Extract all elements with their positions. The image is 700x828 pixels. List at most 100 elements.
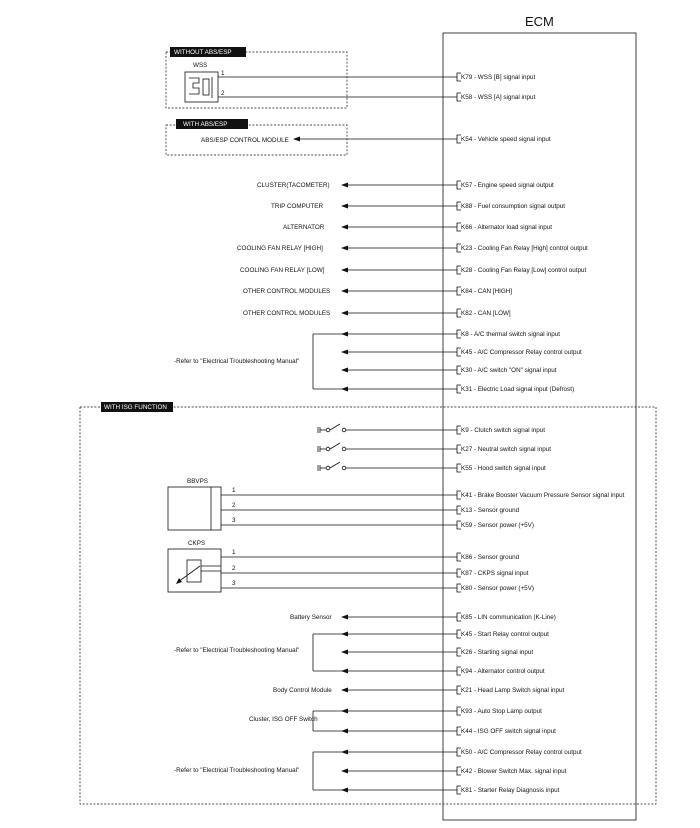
terminal-label-k58: K58 - WSS [A] signal input — [461, 94, 535, 101]
terminal-bracket-k27 — [456, 444, 461, 454]
terminal-label-k42: K42 - Blower Switch Max. signal input — [461, 768, 567, 775]
terminal-bracket-k93 — [456, 706, 461, 716]
wss-pin2: 2 — [221, 90, 225, 97]
terminal-bracket-k66 — [456, 222, 461, 232]
terminal-label-k27: K27 - Neutral switch signal input — [461, 446, 551, 453]
bbvps-sensor-icon — [167, 486, 222, 531]
target-other-modules-low: OTHER CONTROL MODULES — [243, 310, 330, 317]
refer-label-3: -Refer to "Electrical Troubleshooting Ma… — [174, 767, 299, 774]
terminal-label-k85: K85 - LIN communication (K-Line) — [461, 614, 556, 621]
refer-label-1: -Refer to "Electrical Troubleshooting Ma… — [174, 358, 299, 365]
ecm-title: ECM — [525, 14, 554, 29]
ckps-pin1: 1 — [232, 549, 236, 556]
target-trip-computer: TRIP COMPUTER — [271, 203, 323, 210]
terminal-bracket-k79 — [456, 72, 461, 82]
target-battery-sensor: Battery Sensor — [290, 614, 332, 621]
terminal-label-k82: K82 - CAN [LOW] — [461, 310, 511, 317]
target-body-control-module: Body Control Module — [273, 687, 332, 694]
ecm-box — [442, 32, 637, 821]
wss-sensor-icon — [184, 71, 219, 103]
with-isg-header-bg — [101, 402, 173, 412]
ckps-label: CKPS — [188, 540, 205, 547]
terminal-bracket-k82 — [456, 308, 461, 318]
bbvps-label: BBVPS — [187, 478, 208, 485]
terminal-label-k81: K81 - Starter Relay Diagnosis input — [461, 787, 560, 794]
with-isg-group — [79, 406, 657, 805]
terminal-label-k57: K57 - Engine speed signal output — [461, 182, 554, 189]
bbvps-pin1: 1 — [232, 487, 236, 494]
terminal-label-k26: K26 - Starting signal input — [461, 649, 533, 656]
without-abs-header: WITHOUT ABS/ESP — [174, 49, 232, 56]
terminal-bracket-k21 — [456, 685, 461, 695]
terminal-bracket-k50 — [456, 747, 461, 757]
terminal-bracket-k86 — [456, 552, 461, 562]
wss-pin1: 1 — [221, 70, 225, 77]
terminal-label-k44: K44 - ISG OFF switch signal input — [461, 728, 556, 735]
terminal-bracket-k59 — [456, 520, 461, 530]
terminal-label-k31: K31 - Electric Load signal input (Defros… — [461, 386, 574, 393]
terminal-bracket-k94 — [456, 666, 461, 676]
terminal-bracket-k81 — [456, 785, 461, 795]
terminal-label-k59: K59 - Sensor power (+5V) — [461, 522, 534, 529]
terminal-bracket-k31 — [456, 384, 461, 394]
terminal-bracket-k44 — [456, 726, 461, 736]
cluster-isg-group: Cluster, ISG OFF Switch — [249, 708, 457, 734]
terminal-label-k45a: K45 - A/C Compressor Relay control outpu… — [461, 349, 582, 356]
target-cluster-tach: CLUSTER(TACOMETER) — [257, 182, 330, 189]
target-fan-high: COOLING FAN RELAY [HIGH] — [237, 245, 323, 252]
terminal-label-k13: K13 - Sensor ground — [461, 507, 520, 514]
abs-module-label: ABS/ESP CONTROL MODULE — [201, 137, 289, 144]
terminal-bracket-k8 — [456, 329, 461, 339]
terminal-bracket-k85 — [456, 612, 461, 622]
terminal-bracket-k23 — [456, 243, 461, 253]
terminal-label-k80: K80 - Sensor power (+5V) — [461, 585, 534, 592]
terminal-label-k84: K84 - CAN [HIGH] — [461, 288, 512, 295]
without-abs-header-bg — [170, 47, 246, 57]
terminal-bracket-k55 — [456, 463, 461, 473]
target-other-modules-high: OTHER CONTROL MODULES — [243, 288, 330, 295]
terminal-label-k87: K87 - CKPS signal input — [461, 570, 529, 577]
terminal-label-k66: K66 - Alternator load signal input — [461, 224, 552, 231]
terminal-bracket-k13 — [456, 505, 461, 515]
with-abs-header: WITH ABS/ESP — [183, 121, 227, 128]
terminal-bracket-k9 — [456, 425, 461, 435]
with-abs-group — [165, 124, 348, 156]
clutch-switch-icon — [317, 423, 457, 433]
refer-label-2: -Refer to "Electrical Troubleshooting Ma… — [174, 647, 299, 654]
terminal-bracket-k45b — [456, 629, 461, 639]
terminal-bracket-k30 — [456, 365, 461, 375]
terminal-label-k55: K55 - Hood switch signal input — [461, 465, 546, 472]
terminal-label-k41: K41 - Brake Booster Vacuum Pressure Sens… — [461, 492, 625, 499]
simple-targets: CLUSTER(TACOMETER) TRIP COMPUTER ALTERNA… — [237, 182, 457, 317]
terminal-label-k93: K93 - Auto Stop Lamp output — [461, 708, 542, 715]
terminal-bracket-k28 — [456, 265, 461, 275]
terminal-label-k30: K30 - A/C switch "ON" signal input — [461, 367, 557, 374]
terminal-label-k9: K9 - Clutch switch signal input — [461, 427, 545, 434]
ckps-sensor-icon — [167, 548, 222, 593]
terminal-bracket-k26 — [456, 647, 461, 657]
hood-switch-icon — [317, 461, 457, 471]
terminal-label-k50: K50 - A/C Compressor Relay control outpu… — [461, 749, 582, 756]
terminal-bracket-k57 — [456, 180, 461, 190]
refer-group-2: -Refer to "Electrical Troubleshooting Ma… — [174, 631, 457, 674]
terminal-label-k88: K88 - Fuel consumption signal output — [461, 203, 565, 210]
terminal-label-k8: K8 - A/C thermal switch signal input — [461, 331, 560, 338]
terminal-bracket-k84 — [456, 286, 461, 296]
neutral-switch-icon — [317, 442, 457, 452]
without-abs-group — [165, 51, 348, 109]
terminal-bracket-k41 — [456, 490, 461, 500]
terminal-bracket-k45a — [456, 347, 461, 357]
terminal-bracket-k87 — [456, 568, 461, 578]
target-cluster-isg: Cluster, ISG OFF Switch — [249, 716, 318, 723]
ckps-pin3: 3 — [232, 580, 236, 587]
terminal-label-k79: K79 - WSS [B] signal input — [461, 74, 535, 81]
target-alternator: ALTERNATOR — [283, 224, 325, 231]
terminal-bracket-k80 — [456, 583, 461, 593]
terminal-bracket-k88 — [456, 201, 461, 211]
terminal-bracket-k58 — [456, 92, 461, 102]
refer-group-3: -Refer to "Electrical Troubleshooting Ma… — [174, 749, 457, 793]
refer-group-1: -Refer to "Electrical Troubleshooting Ma… — [174, 331, 457, 392]
with-isg-header: WITH ISG FUNCTION — [104, 404, 167, 411]
arrow-k54 — [293, 136, 300, 142]
